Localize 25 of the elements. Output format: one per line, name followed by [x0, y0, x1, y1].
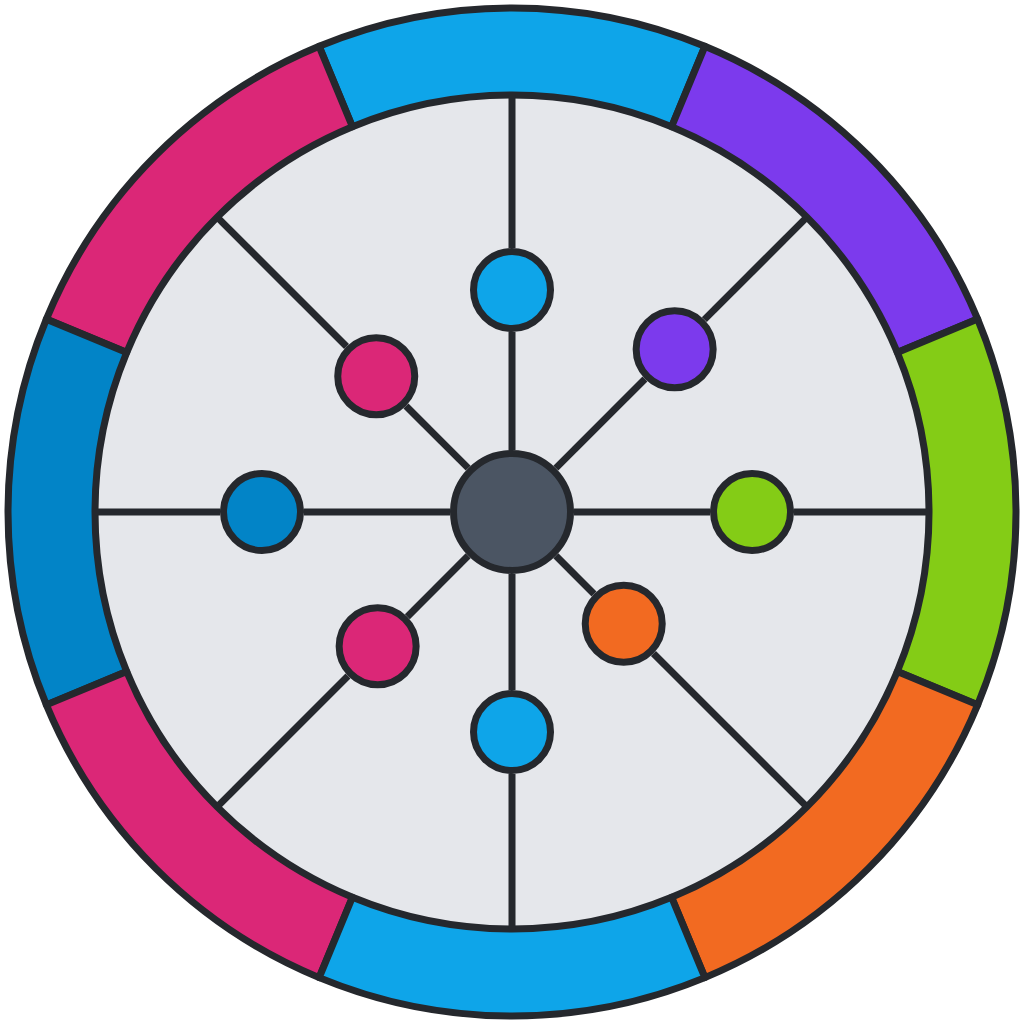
spoke-line — [508, 774, 516, 929]
spoke-line — [508, 95, 516, 248]
ring-segment — [315, 4, 709, 131]
spoke-line — [403, 403, 471, 471]
spoke-line — [794, 508, 929, 516]
spoke-line — [304, 508, 450, 516]
spoke-line — [508, 332, 516, 450]
spoke-line — [404, 553, 471, 620]
ring-segment — [42, 668, 356, 982]
spoke-line — [701, 214, 810, 323]
spoke-line — [214, 214, 350, 349]
spoke-line — [95, 508, 220, 516]
spoke-line — [214, 673, 351, 810]
ring-segment — [315, 893, 709, 1020]
spoke-line — [650, 650, 810, 810]
ring-segment — [4, 315, 131, 709]
spoke-line — [574, 508, 710, 516]
spoke-line — [553, 553, 597, 597]
spoke-line — [508, 574, 516, 690]
spoke-line — [553, 376, 648, 471]
ring-segment — [42, 42, 356, 356]
ring-segment — [893, 315, 1020, 709]
hub-circle — [450, 450, 574, 574]
ring-segment — [668, 668, 982, 982]
ring-segment — [668, 42, 982, 356]
